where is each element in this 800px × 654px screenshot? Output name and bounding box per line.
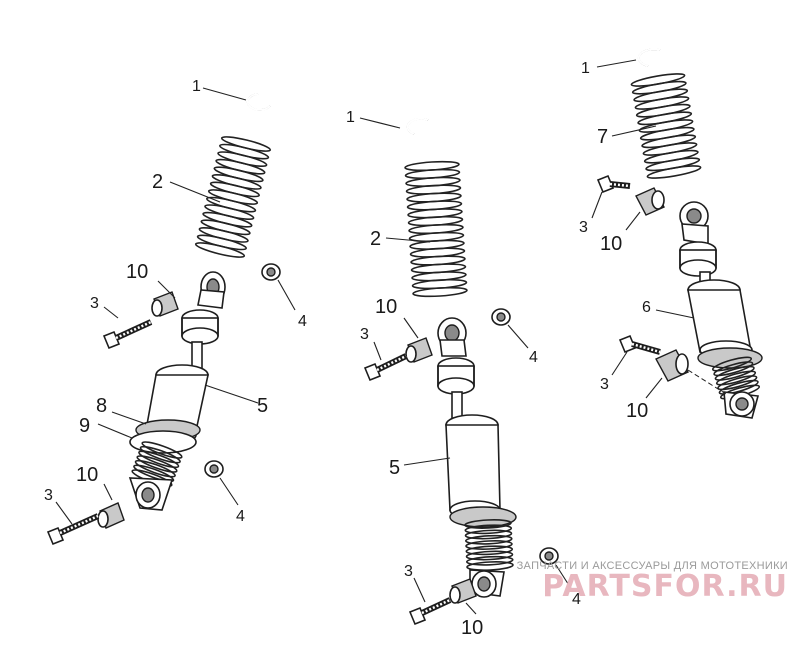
spring-coil-turn xyxy=(634,96,690,110)
spring-coil-turn xyxy=(714,365,755,381)
spring-coil-turn xyxy=(633,88,689,103)
spring-coil-turn xyxy=(645,157,701,172)
spring-coil-turn xyxy=(466,561,514,571)
callout-label: 10 xyxy=(126,261,148,283)
callout-label: 4 xyxy=(236,508,245,525)
spring-part-7-right xyxy=(630,73,702,179)
callout-label: 10 xyxy=(461,617,483,639)
bushing-part-10-middle-bottom xyxy=(449,578,477,604)
spring-coil-turn xyxy=(136,455,178,473)
callout-label: 3 xyxy=(360,326,369,343)
nut-part-4-middle-top xyxy=(491,308,511,326)
spring-coil-turn xyxy=(465,534,513,545)
callout-label: 10 xyxy=(375,296,397,318)
spring-coil-turn xyxy=(713,361,754,377)
shock-body-part-5-middle xyxy=(437,317,517,598)
callout-label: 10 xyxy=(600,233,622,255)
left-shock-assembly xyxy=(46,93,281,546)
spring-coil-turn xyxy=(646,165,702,179)
spring-coil-turn xyxy=(464,524,513,535)
callout-label: 3 xyxy=(90,295,99,312)
middle-shock-assembly xyxy=(363,117,559,626)
callout-label: 2 xyxy=(152,171,163,193)
callout-label: 3 xyxy=(579,219,588,236)
circlip-part-1-right xyxy=(637,48,661,67)
spring-coil-turn xyxy=(717,375,758,391)
spring-coil-turn xyxy=(635,103,691,118)
spring-coil-turn xyxy=(465,545,514,556)
callout-label: 3 xyxy=(404,563,413,580)
nut-part-4-left-bottom xyxy=(204,460,224,478)
spring-coil-turn xyxy=(134,459,176,478)
bolt-part-3-middle-top xyxy=(363,353,408,382)
watermark: ЗАПЧАСТИ И АКСЕССУАРЫ ДЛЯ МОТОТЕХНИКИ PA… xyxy=(517,560,788,602)
spring-part-2-left xyxy=(194,136,272,258)
circlip-part-1-left xyxy=(246,93,271,111)
callout-label: 3 xyxy=(600,376,609,393)
bolt-part-3-left-bottom xyxy=(46,513,100,546)
callout-label: 1 xyxy=(581,60,590,77)
callout-label: 5 xyxy=(389,457,400,479)
bushing-part-10-middle-top xyxy=(405,337,433,363)
spring-coil-turn xyxy=(141,441,183,459)
callout-label: 10 xyxy=(626,400,648,422)
nut-part-4-left-top xyxy=(261,263,281,281)
spring-coil-turn xyxy=(133,464,175,483)
callout-label: 9 xyxy=(79,415,90,437)
bolt-part-3-right-bottom xyxy=(618,334,661,355)
circlip-part-1-middle xyxy=(406,117,429,135)
spring-coil-turn xyxy=(139,445,181,464)
callout-label: 3 xyxy=(44,487,53,504)
spring-coil-turn xyxy=(464,529,513,540)
watermark-tagline: ЗАПЧАСТИ И АКСЕССУАРЫ ДЛЯ МОТОТЕХНИКИ xyxy=(516,560,788,572)
spring-coil-turn xyxy=(643,149,699,164)
watermark-logo: PARTSFOR.RU xyxy=(542,569,788,604)
callout-label: 4 xyxy=(529,349,538,366)
callout-label: 6 xyxy=(642,299,651,316)
bolt-part-3-right-top xyxy=(596,174,631,194)
bushing-part-10-right-bottom xyxy=(655,349,689,382)
bolt-part-3-middle-bottom xyxy=(408,597,452,626)
spring-coil-turn xyxy=(715,370,757,386)
bolt-part-3-left-top xyxy=(102,319,153,350)
callout-label: 7 xyxy=(597,126,608,148)
spring-coil-turn xyxy=(638,119,694,133)
nut-part-4-middle-bottom xyxy=(539,547,559,565)
callout-labels: 1 2 10 3 4 5 8 9 10 3 4 1 2 10 3 4 5 3 1… xyxy=(44,60,651,639)
spring-coil-turn xyxy=(630,73,686,87)
spring-coil-turn xyxy=(641,134,697,149)
right-shock-assembly xyxy=(596,48,763,419)
spring-coil-turn xyxy=(465,550,514,561)
callout-label: 1 xyxy=(346,109,355,126)
spring-coil-turn xyxy=(466,555,514,566)
shock-body-part-6-right xyxy=(679,201,763,419)
spring-coil-turn xyxy=(412,286,468,298)
spring-coil-turn xyxy=(642,142,698,156)
spring-coil-turn xyxy=(631,80,687,95)
callout-label: 8 xyxy=(96,395,107,417)
spring-coil-turn xyxy=(465,540,513,550)
bushing-part-10-left-top xyxy=(151,291,179,317)
bushing-part-10-left-bottom xyxy=(97,502,125,529)
spring-part-2-middle xyxy=(404,160,468,298)
callout-label: 2 xyxy=(370,228,381,250)
leader-lines xyxy=(55,59,695,615)
spring-coil-turn xyxy=(194,242,246,258)
spring-coil-turn xyxy=(138,450,180,469)
spring-coil-turn xyxy=(711,356,753,372)
bushing-part-10-right-top xyxy=(635,187,665,216)
shock-body-part-5-left xyxy=(128,271,226,511)
spring-coil-turn xyxy=(718,379,759,395)
spring-coil-turn xyxy=(637,111,693,126)
callout-label: 4 xyxy=(572,591,581,608)
spring-coil-turn xyxy=(464,519,512,529)
callout-label: 10 xyxy=(76,464,98,486)
callout-label: 5 xyxy=(257,395,268,417)
callout-label: 1 xyxy=(192,78,201,95)
callout-label: 4 xyxy=(298,313,307,330)
